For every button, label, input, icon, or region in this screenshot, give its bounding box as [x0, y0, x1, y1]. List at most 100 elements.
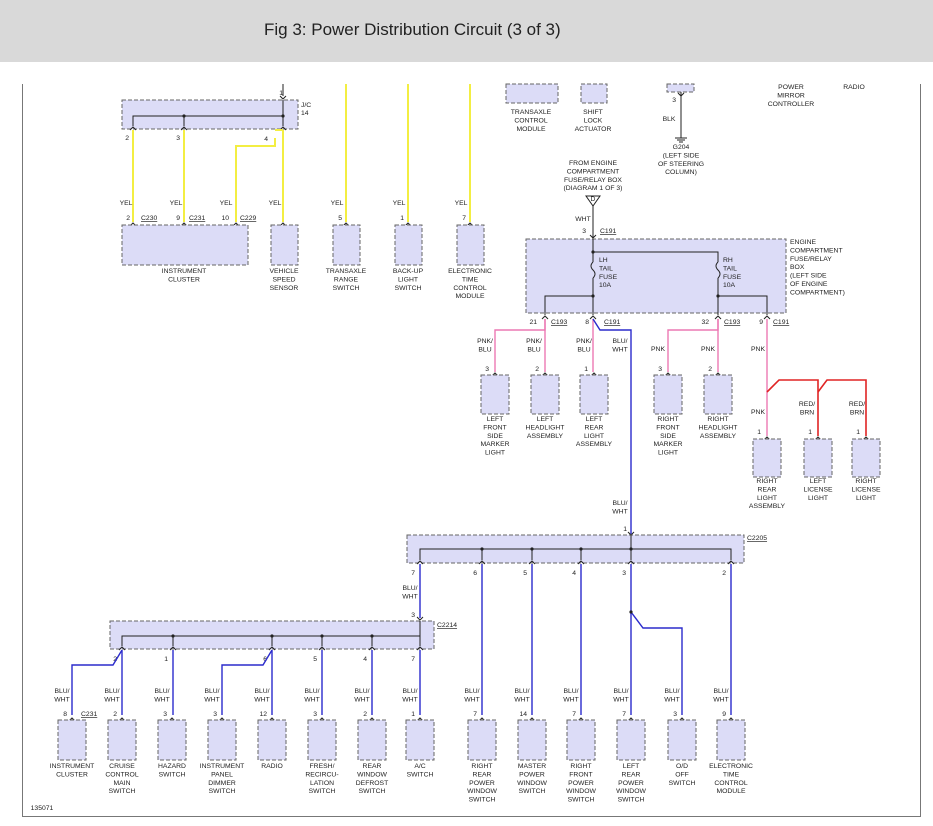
wire-color-label: PNK	[701, 346, 715, 353]
wire-color-label: PNK/BLU	[526, 338, 542, 353]
wire-color-label: PNK	[651, 346, 665, 353]
wire-color-label: YEL	[269, 200, 282, 207]
pin-number: 2	[535, 366, 539, 373]
junction-dot	[591, 250, 595, 254]
pin-number: 9	[176, 215, 180, 222]
wire-blu-wht	[71, 649, 123, 715]
instrument-cluster-box	[121, 224, 249, 266]
pin-number: 7	[411, 570, 415, 577]
wire-color-label: YEL	[455, 200, 468, 207]
wire-yel	[235, 138, 276, 222]
transaxle-control-module-box	[505, 83, 559, 104]
bus	[592, 239, 719, 262]
bottom-component-box	[405, 719, 435, 761]
connector-id: C193	[724, 319, 740, 326]
bottom-component-box	[667, 719, 697, 761]
connector-arrow	[577, 560, 585, 565]
back-up-light-switch-box	[394, 224, 423, 266]
pin-number: 3	[411, 612, 415, 619]
wire-color-label: YEL	[393, 200, 406, 207]
pin-number: 9	[722, 711, 726, 718]
lh-tail-fuse	[590, 261, 596, 279]
light-box	[703, 374, 733, 415]
pin-number: 1	[164, 656, 168, 663]
pin-number: 1	[623, 526, 627, 533]
bus	[419, 535, 632, 560]
bottom-component-box	[257, 719, 287, 761]
bottom-component-box	[467, 719, 497, 761]
wire-color-label: PNK/BLU	[477, 338, 493, 353]
pin-number: 4	[572, 570, 576, 577]
wire-color-label: BLK	[663, 116, 676, 123]
pin-number: 7	[462, 215, 466, 222]
figure-id: 135071	[31, 805, 54, 812]
wire-blu-wht	[592, 318, 632, 535]
light-box	[851, 438, 881, 478]
pin-number: 2	[113, 711, 117, 718]
pin-number: 7	[473, 711, 477, 718]
pin-number: 2	[708, 366, 712, 373]
wire-color-label: PNK/BLU	[576, 338, 592, 353]
pin-number: 5	[523, 570, 527, 577]
component-label: RADIO	[843, 84, 865, 91]
bottom-component-box	[157, 719, 187, 761]
wire-color-label: YEL	[220, 200, 233, 207]
junction-connector-box	[121, 99, 299, 130]
pin-number: 3	[582, 228, 586, 235]
junction-dot	[171, 634, 175, 638]
wire-color-label: RED/BRN	[799, 401, 815, 416]
pin-number: 3	[163, 711, 167, 718]
connector-id: C191	[600, 228, 616, 235]
pin-number: 7	[572, 711, 576, 718]
pin-number: 2	[126, 215, 130, 222]
vehicle-speed-sensor-box	[270, 224, 299, 266]
wire-color-label: BLU/WHT	[464, 688, 479, 703]
pin-number: 3	[213, 711, 217, 718]
connector-id: C193	[551, 319, 567, 326]
pin-number: 1	[757, 429, 761, 436]
connector-arrow	[478, 560, 486, 565]
pin-number: 21	[529, 319, 537, 326]
connector-arrow	[727, 560, 735, 565]
connector-arrow	[318, 646, 326, 651]
wire-color-label: BLU/WHT	[514, 688, 529, 703]
connector-id: C2214	[437, 622, 457, 629]
connector-id: C191	[773, 319, 789, 326]
wire-red-brn	[766, 379, 819, 436]
pin-number: 2	[125, 135, 129, 142]
wire-color-label: PNK	[751, 346, 765, 353]
pin-number: 1	[279, 90, 283, 97]
ground-connector-box	[666, 83, 695, 93]
junction-dot	[270, 634, 274, 638]
wire-color-label: YEL	[170, 200, 183, 207]
connector-id: C2205	[747, 535, 767, 542]
bus	[132, 100, 284, 126]
diagram-frame	[22, 84, 921, 817]
bus	[631, 548, 732, 560]
pin-number: 14	[519, 711, 527, 718]
wire-color-label: BLU/WHT	[613, 688, 628, 703]
engine-fuse-relay-box	[525, 238, 787, 314]
light-box	[803, 438, 833, 478]
junction-dot	[629, 547, 633, 551]
junction-dot	[716, 294, 720, 298]
bus	[717, 278, 768, 315]
junction-dot	[530, 547, 534, 551]
pin-number: 8	[63, 711, 67, 718]
bottom-component-box	[107, 719, 137, 761]
pin-number: 5	[313, 656, 317, 663]
pin-number: 7	[622, 711, 626, 718]
